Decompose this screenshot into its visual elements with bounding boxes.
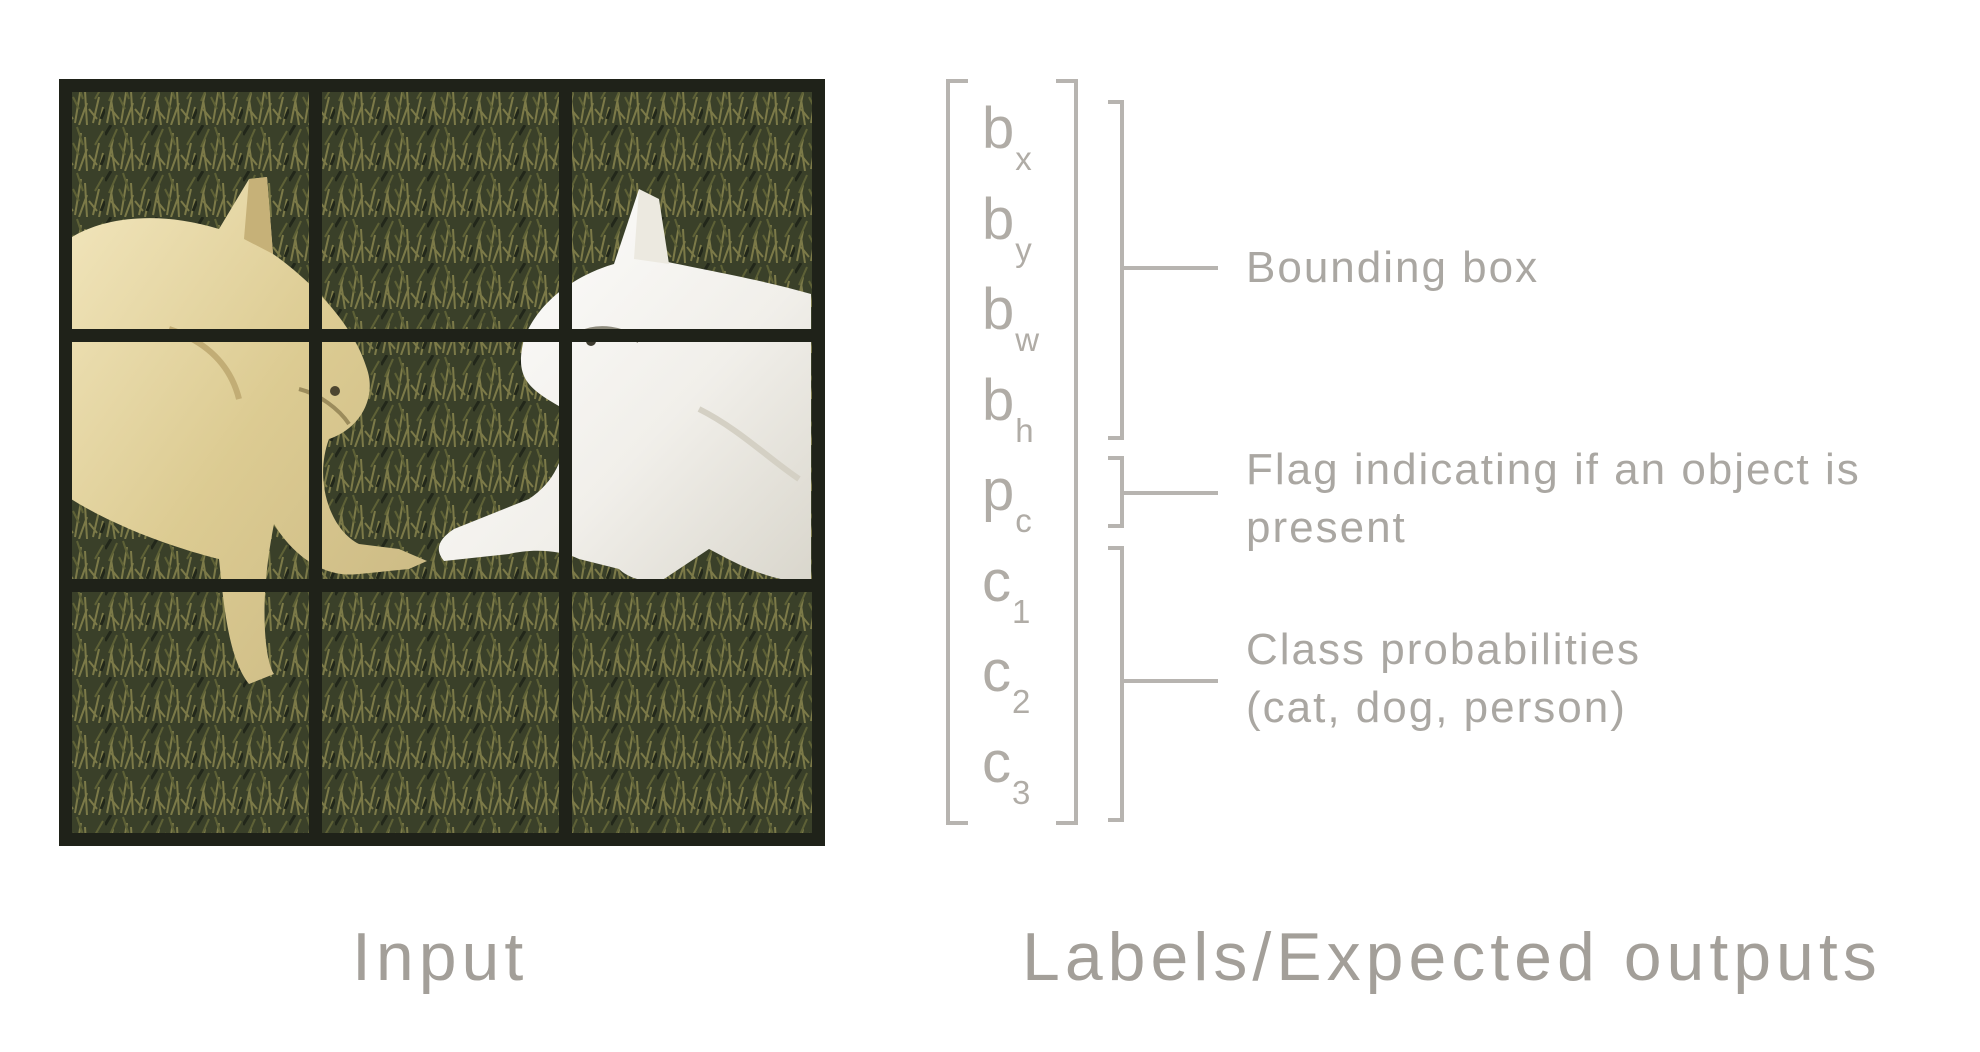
vector-entry-c2: c2 (982, 639, 1031, 720)
vector-left-bracket (946, 79, 968, 825)
flag-bracket (1108, 456, 1124, 528)
class-probabilities-connector (1124, 679, 1218, 683)
vector-entry-c3: c3 (982, 730, 1031, 811)
input-image (59, 79, 825, 846)
vector-right-bracket (1056, 79, 1078, 825)
vector-entry-bw: bw (982, 277, 1040, 358)
labels-caption: Labels/Expected outputs (1022, 919, 1882, 995)
vector-entry-pc: pc (982, 458, 1032, 539)
bounding-box-label: Bounding box (1246, 243, 1540, 292)
vector-entry-bx: bx (982, 96, 1032, 177)
cat-left (69, 177, 427, 684)
bounding-box-connector (1124, 266, 1218, 270)
class-probabilities-bracket (1108, 546, 1124, 822)
vector-entry-bh: bh (982, 368, 1034, 449)
vector-entry-c1: c1 (982, 549, 1031, 630)
vector-entry-by: by (982, 187, 1032, 268)
flag-label: Flag indicating if an object is present (1246, 445, 1861, 552)
input-caption: Input (352, 919, 529, 995)
class-probabilities-label: Class probabilities (cat, dog, person) (1246, 625, 1642, 732)
grid-lines (59, 79, 825, 846)
bounding-box-bracket (1108, 100, 1124, 440)
flag-connector (1124, 491, 1218, 495)
